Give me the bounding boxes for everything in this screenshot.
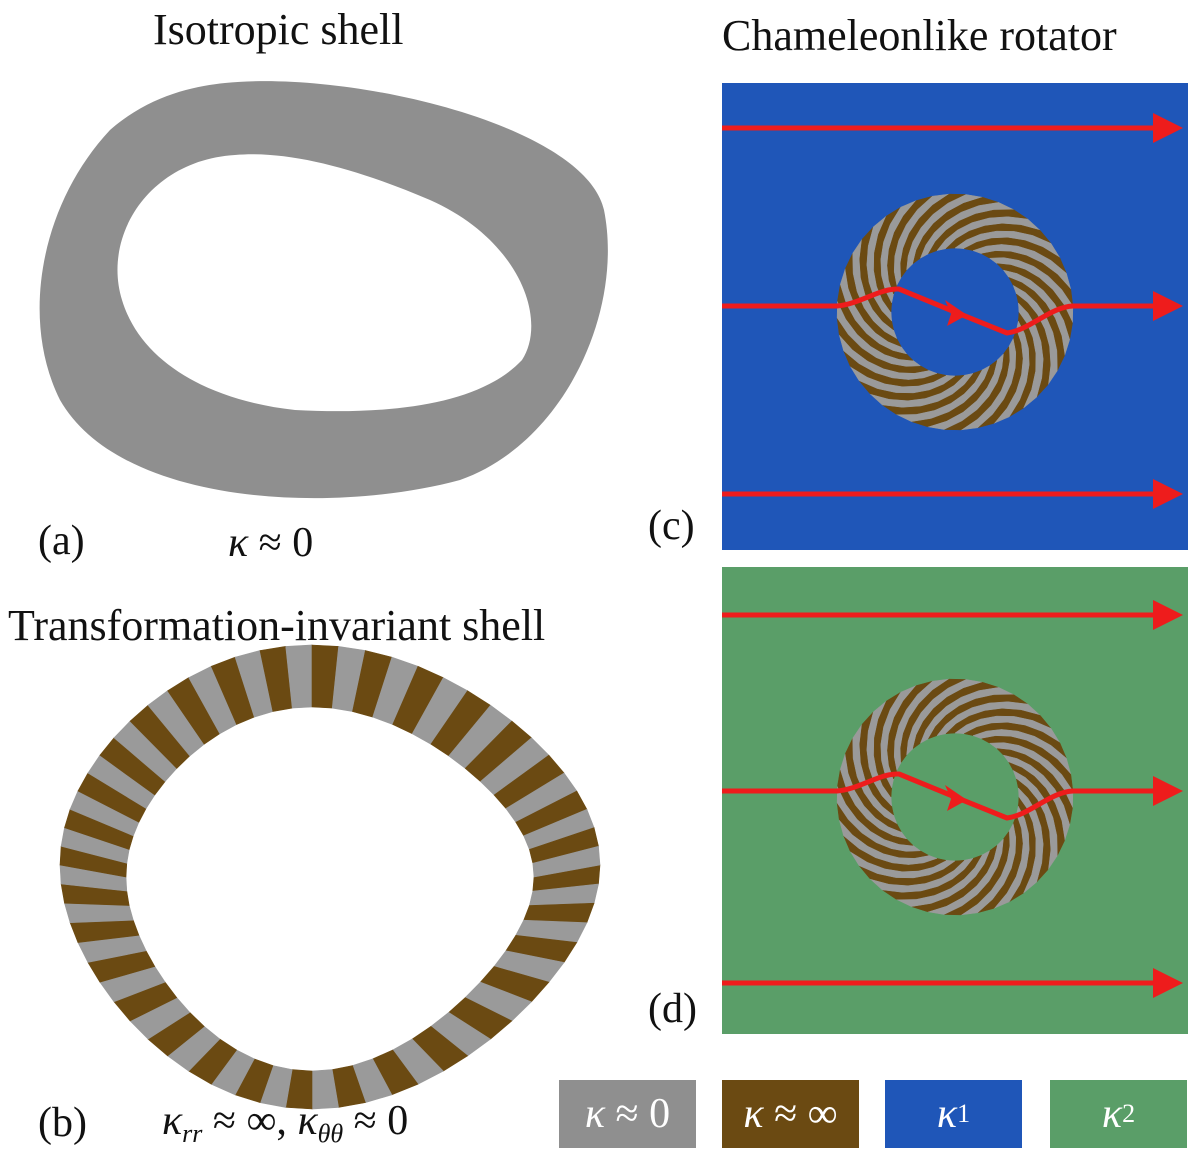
- panel-label-a: (a): [38, 518, 85, 564]
- legend-kappa-infinity: κ ≈ ∞: [722, 1080, 859, 1148]
- rotator-stripe: [1017, 787, 1044, 894]
- panel-label-d: (d): [648, 986, 697, 1032]
- title-isotropic-shell: Isotropic shell: [153, 5, 404, 54]
- formula-b: κrr ≈ ∞, κθθ ≈ 0: [162, 1098, 409, 1148]
- title-transformation-invariant-shell: Transformation-invariant shell: [8, 601, 546, 650]
- panel-label-b: (b): [38, 1100, 87, 1146]
- shell-stripe: [532, 845, 601, 878]
- center-arrowhead: [945, 785, 967, 811]
- formula-a: κ ≈ 0: [228, 520, 314, 566]
- rotator-stripe: [1017, 302, 1044, 409]
- legend-kappa-zero: κ ≈ 0: [559, 1080, 696, 1148]
- center-arrowhead: [945, 300, 967, 326]
- panel-label-c: (c): [648, 503, 695, 549]
- title-chameleonlike-rotator: Chameleonlike rotator: [722, 11, 1117, 60]
